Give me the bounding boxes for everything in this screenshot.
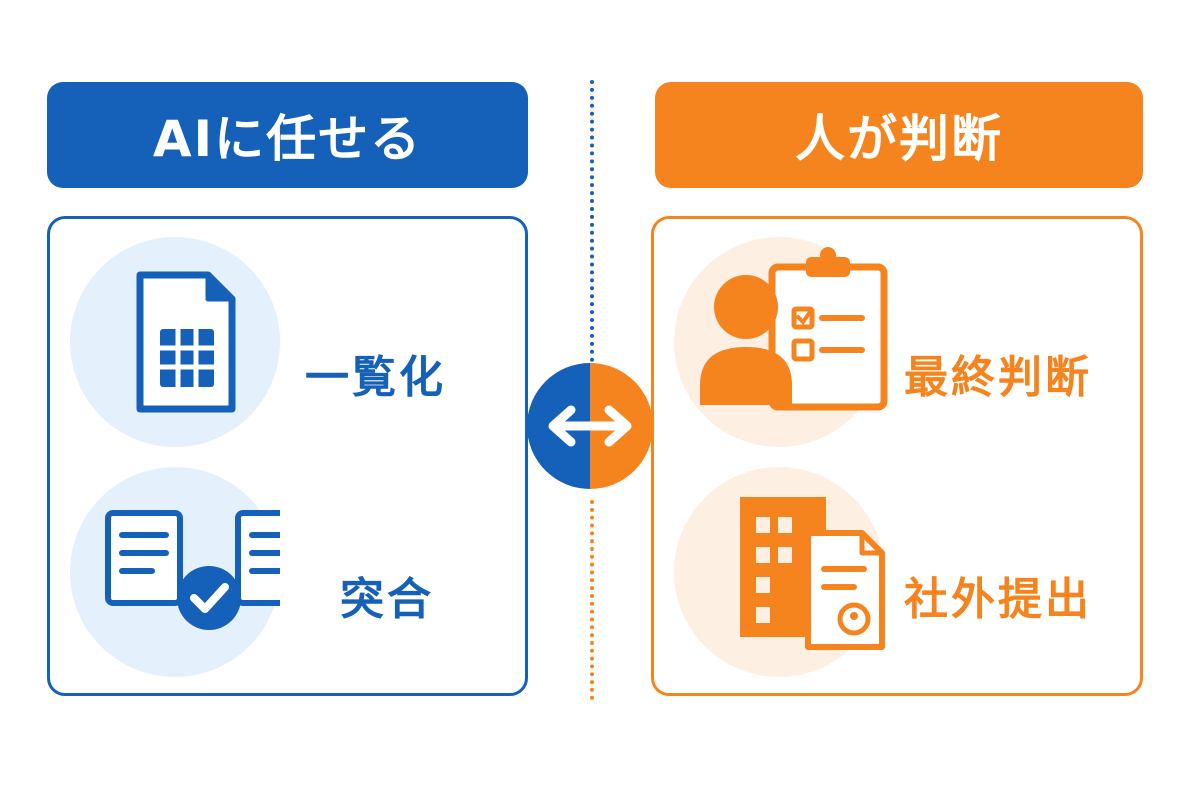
spreadsheet-document-icon bbox=[70, 237, 280, 447]
ai-panel: 一覧化 突合 bbox=[47, 216, 528, 696]
building-document-icon bbox=[674, 467, 885, 677]
human-header: 人が判断 bbox=[655, 82, 1143, 188]
person-clipboard-icon bbox=[674, 237, 888, 447]
human-item-external-submission-label: 社外提出 bbox=[904, 574, 1092, 625]
divider-bottom bbox=[590, 500, 594, 700]
human-item-final-decision: 最終判断 bbox=[654, 237, 1140, 447]
ai-header-title: AIに任せる bbox=[152, 110, 423, 168]
bidirectional-arrow-icon bbox=[527, 363, 653, 489]
ai-item-match: 突合 bbox=[50, 467, 525, 677]
ai-item-match-label: 突合 bbox=[340, 574, 434, 625]
human-panel: 最終判断 社外提出 bbox=[651, 216, 1143, 696]
human-header-title: 人が判断 bbox=[795, 110, 1003, 168]
human-item-external-submission: 社外提出 bbox=[654, 467, 1140, 677]
document-match-check-icon bbox=[70, 467, 280, 677]
divider-top bbox=[590, 80, 594, 370]
ai-header: AIに任せる bbox=[47, 82, 528, 188]
ai-item-list: 一覧化 bbox=[50, 237, 525, 447]
human-item-final-decision-label: 最終判断 bbox=[904, 352, 1092, 403]
ai-item-list-label: 一覧化 bbox=[305, 352, 446, 403]
